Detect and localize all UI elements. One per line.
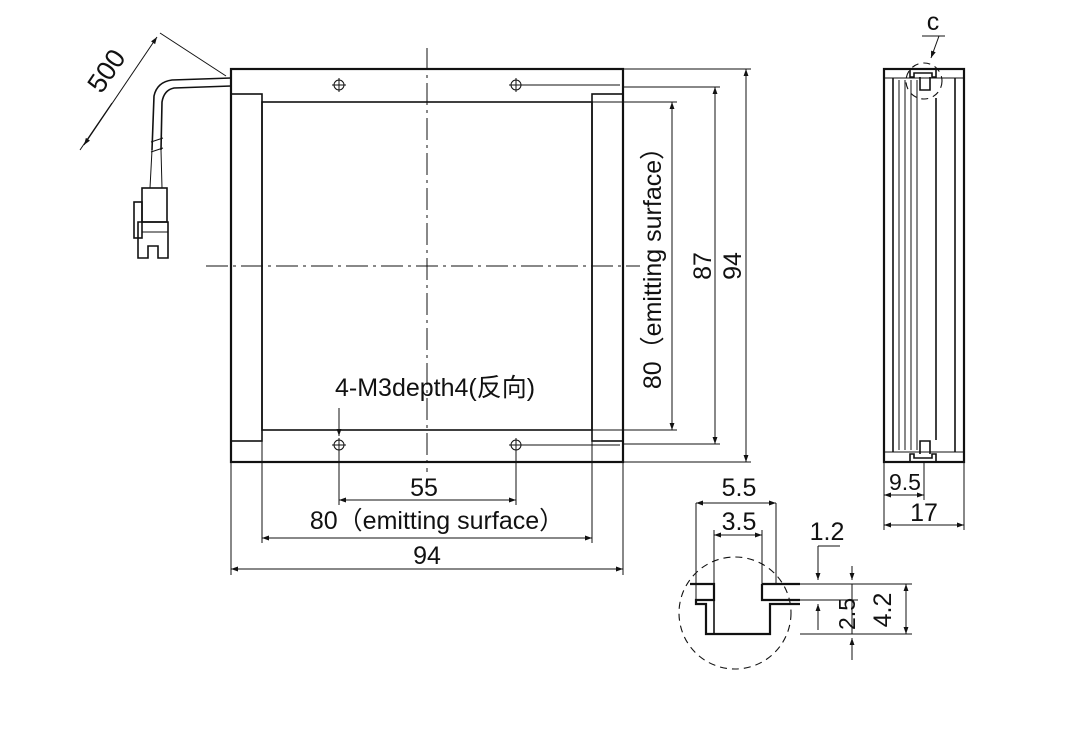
emit-height-dimension: 80（emitting surface） [592, 101, 677, 431]
overall-height-dimension: 94 [623, 68, 751, 463]
emit-height-label: 80（emitting surface） [639, 135, 667, 389]
connector [133, 187, 169, 259]
side-offset-dimension: 9.5 [883, 462, 925, 500]
overall-width-label: 94 [413, 542, 441, 570]
slot-gap-label: 2.5 [834, 598, 860, 630]
inner-height-label: 87 [689, 252, 717, 280]
side-outer-profile [882, 67, 966, 464]
slot-outer-dimension: 5.5 [695, 474, 777, 600]
slot-inner-label: 3.5 [722, 508, 757, 536]
slot-depth-label: 4.2 [869, 593, 897, 628]
side-depth-dimension: 17 [883, 462, 965, 530]
detail-c-circle [905, 62, 943, 100]
mounting-hole-top-left [332, 78, 346, 92]
screw-spec-label: 4-M3depth4(反向) [335, 374, 535, 402]
detail-boundary [678, 556, 792, 670]
slot-profile [690, 582, 800, 636]
slot-gap-dimension: 2.5 [800, 566, 860, 660]
slot-outer-label: 5.5 [722, 474, 757, 502]
slot-lip-label: 1.2 [810, 518, 845, 546]
left-side-bar [230, 93, 263, 442]
hole-pitch-dimension: 55 [338, 452, 517, 505]
emit-width-dimension: 80（emitting surface） [261, 430, 593, 543]
slot-depth-dimension: 4.2 [858, 583, 912, 635]
front-view: 500 4-M3depth4(反向) 55 80（emitting surfac… [79, 32, 751, 575]
slot-inner-dimension: 3.5 [713, 508, 763, 584]
overall-width-dimension: 94 [230, 462, 624, 575]
side-offset-label: 9.5 [889, 469, 921, 495]
cable-length-label: 500 [82, 44, 132, 98]
screw-callout: 4-M3depth4(反向) [335, 374, 535, 436]
slot-lip-dimension: 1.2 [800, 518, 858, 630]
side-view: c 9.5 17 [882, 8, 966, 530]
right-side-bar [591, 93, 624, 442]
overall-height-label: 94 [719, 252, 747, 280]
detail-marker-label: c [927, 8, 940, 36]
emit-width-label: 80（emitting surface） [310, 507, 564, 535]
cable [149, 77, 232, 189]
hole-pitch-label: 55 [410, 474, 438, 502]
side-depth-label: 17 [910, 499, 938, 527]
mounting-hole-bottom-left [332, 438, 346, 452]
inner-height-dimension: 87 [623, 86, 720, 445]
detail-view: 5.5 3.5 1.2 2.5 [678, 474, 912, 670]
